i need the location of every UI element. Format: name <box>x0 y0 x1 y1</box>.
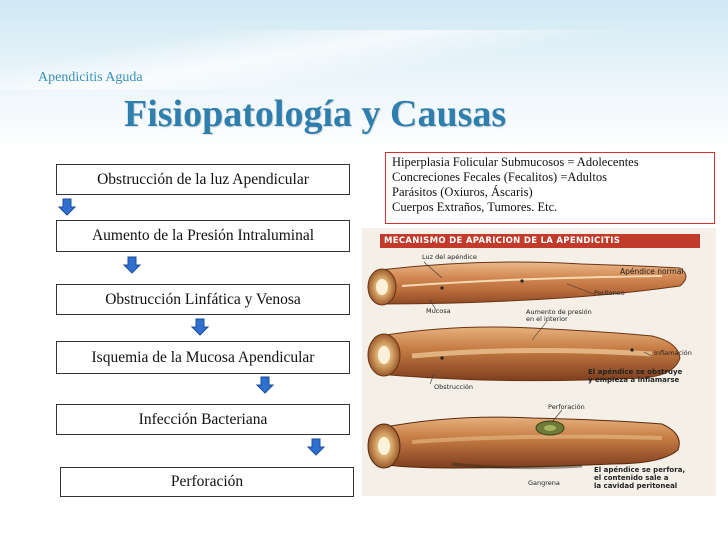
appendix-drawings <box>367 261 687 470</box>
down-arrow-icon <box>256 376 274 394</box>
label-perfora-line-3: la cavidad peritoneal <box>594 482 678 490</box>
appendix-inflamed <box>379 326 681 382</box>
label-luz: Luz del apéndice <box>422 253 477 261</box>
label-obstruye-line-2: y empieza a inflamarse <box>588 376 680 384</box>
causes-box: Hiperplasia Folicular Submucosos = Adole… <box>385 152 715 224</box>
cause-line: Concreciones Fecales (Fecalitos) =Adulto… <box>392 170 607 184</box>
label-aumento-line-1: Aumento de presión <box>526 308 592 316</box>
illustration-header: MECANISMO DE APARICION DE LA APENDICITIS <box>380 234 700 248</box>
flow-step-aumento-presion: Aumento de la Presión Intraluminal <box>56 220 350 252</box>
appendix-perforated <box>379 416 680 469</box>
label-apendice-normal: Apéndice normal <box>620 267 684 276</box>
flow-step-perforacion: Perforación <box>60 467 354 497</box>
label-perfora-line-1: El apéndice se perfora, <box>594 466 686 474</box>
flow-step-isquemia: Isquemia de la Mucosa Apendicular <box>56 341 350 374</box>
flow-step-infeccion: Infección Bacteriana <box>56 404 350 435</box>
flow-step-obstruccion-linfatica: Obstrucción Linfática y Venosa <box>56 284 350 315</box>
cause-line: Parásitos (Oxiuros, Áscaris) <box>392 185 533 199</box>
down-arrow-icon <box>307 438 325 456</box>
cause-line: Hiperplasia Folicular Submucosos = Adole… <box>392 155 639 169</box>
slide-subtitle: Apendicitis Aguda <box>38 70 143 85</box>
slide-title: Fisiopatología y Causas <box>124 93 507 135</box>
down-arrow-icon <box>191 318 209 336</box>
label-aumento-presion: Aumento de presión en el interior <box>526 309 592 323</box>
appendix-normal <box>379 261 687 305</box>
label-perfora-line-2: el contenido sale a <box>594 474 669 482</box>
label-aumento-line-2: en el interior <box>526 315 568 323</box>
appendicitis-illustration: MECANISMO DE APARICION DE LA APENDICITIS <box>362 228 716 496</box>
header-background <box>0 0 728 150</box>
label-mucosa: Mucosa <box>426 307 451 315</box>
label-perforacion: Perforación <box>548 403 585 411</box>
label-obstruccion: Obstrucción <box>434 383 474 391</box>
label-perfora: El apéndice se perfora, el contenido sal… <box>594 466 685 490</box>
flow-step-obstruccion-luz: Obstrucción de la luz Apendicular <box>56 164 350 195</box>
label-inflamacion: Inflamación <box>654 349 692 357</box>
label-obstruye-line-1: El apéndice se obstruye <box>588 368 683 376</box>
label-obstruye: El apéndice se obstruye y empieza a infl… <box>588 368 682 384</box>
down-arrow-icon <box>123 256 141 274</box>
cause-line: Cuerpos Extraños, Tumores. Etc. <box>392 200 558 214</box>
down-arrow-icon <box>58 198 76 216</box>
label-peritoneo: Peritoneo <box>594 289 625 297</box>
label-gangrena: Gangrena <box>528 479 560 487</box>
